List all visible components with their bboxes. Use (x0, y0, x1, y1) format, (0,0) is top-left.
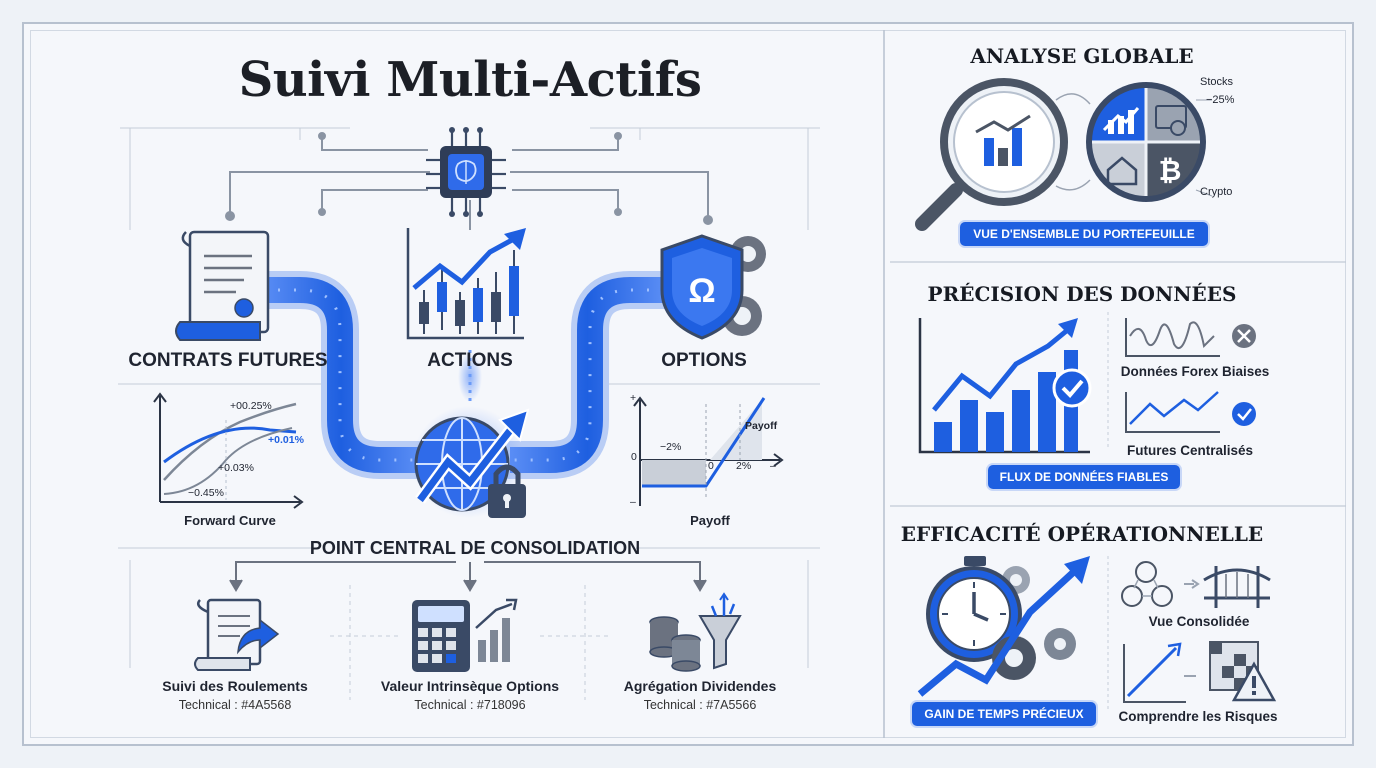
stocks-label: Stocks (1200, 76, 1234, 88)
stocks-value: −25% (1206, 94, 1235, 106)
crypto-label: Crypto (1200, 186, 1233, 198)
svg-text:Ω: Ω (688, 272, 715, 310)
panel-efficiency-pill: GAIN DE TEMPS PRÉCIEUX (912, 702, 1096, 726)
payoff-tick-plus: + (630, 392, 637, 404)
magnifier-icon (915, 78, 1068, 231)
label-actions: ACTIONS (427, 350, 513, 371)
bottom-tech-2: Technical : #718096 (414, 698, 526, 712)
chip-connectors (225, 132, 713, 230)
label-futures: CONTRATS FUTURES (128, 350, 328, 371)
consolidated-label: Vue Consolidée (1148, 614, 1250, 629)
calculator-icon (412, 598, 518, 672)
guide-lines (118, 127, 820, 700)
bottom-tech-1: Technical : #4A5568 (178, 698, 292, 712)
options-shield-icon: Ω (660, 234, 766, 340)
panel-global-title: ANALYSE GLOBALE (970, 44, 1194, 68)
panel-precision-pill: FLUX DE DONNÉES FIABLES (988, 465, 1180, 489)
hub-label: POINT CENTRAL DE CONSOLIDATION (309, 538, 641, 558)
payoff-tick-end: – (770, 460, 776, 472)
portfolio-pie-icon: ₿ (1055, 82, 1213, 202)
svg-text:₿: ₿ (1159, 155, 1182, 186)
payoff-inner-label: Payoff (745, 420, 778, 432)
forward-curve-caption: Forward Curve (184, 513, 276, 528)
ai-chip-icon (426, 127, 506, 217)
payoff-tick-neg: −2% (660, 441, 682, 453)
roll-tracking-icon (194, 598, 280, 671)
payoff-tick-pos: 2% (736, 460, 752, 472)
stopwatch-icon (917, 556, 1090, 697)
panel-efficiency-title: EFFICACITÉ OPÉRATIONNELLE (900, 522, 1264, 546)
reliable-data-chart (918, 318, 1092, 454)
fc-label-4: −0.45% (188, 487, 224, 499)
fc-label-1: +00.25% (230, 400, 272, 412)
risks-label: Comprendre les Risques (1118, 709, 1278, 724)
fc-label-2: +0.01% (268, 434, 304, 446)
payoff-chart (633, 396, 784, 506)
bottom-label-3: Agrégation Dividendes (623, 678, 777, 694)
label-options: OPTIONS (661, 350, 747, 371)
consolidation-globe-icon (412, 406, 530, 518)
forex-noise-icon (1125, 318, 1256, 357)
bottom-tech-3: Technical : #7A5566 (643, 698, 757, 712)
payoff-caption: Payoff (690, 513, 730, 528)
data-pipes (243, 271, 684, 479)
futures-centralized-label: Futures Centralisés (1126, 443, 1254, 458)
payoff-tick-zero-x: 0 (708, 460, 714, 472)
futures-centralized-icon (1125, 391, 1256, 433)
payoff-tick-zero-y: 0 (631, 451, 637, 463)
page-title: Suivi Multi-Actifs (238, 52, 702, 108)
futures-contract-icon (175, 230, 270, 341)
bottom-label-2: Valeur Intrinsèque Options (380, 678, 560, 694)
panel-precision-title: PRÉCISION DES DONNÉES (927, 282, 1237, 306)
stock-chart-icon (406, 228, 526, 340)
dividend-aggregation-icon (649, 592, 742, 672)
risk-matrix-icon (1123, 641, 1277, 703)
forex-label: Données Forex Biaises (1120, 364, 1270, 379)
fc-label-3: +0.03% (218, 462, 254, 474)
distribution-arrows (229, 561, 707, 592)
bottom-label-1: Suivi des Roulements (162, 678, 308, 694)
panel-global-pill: VUE D'ENSEMBLE DU PORTEFEUILLE (960, 222, 1208, 246)
inner-frame (30, 30, 1346, 738)
payoff-tick-minus: – (630, 496, 636, 508)
consolidated-view-icon (1121, 561, 1271, 608)
forward-curve-chart (153, 392, 304, 509)
